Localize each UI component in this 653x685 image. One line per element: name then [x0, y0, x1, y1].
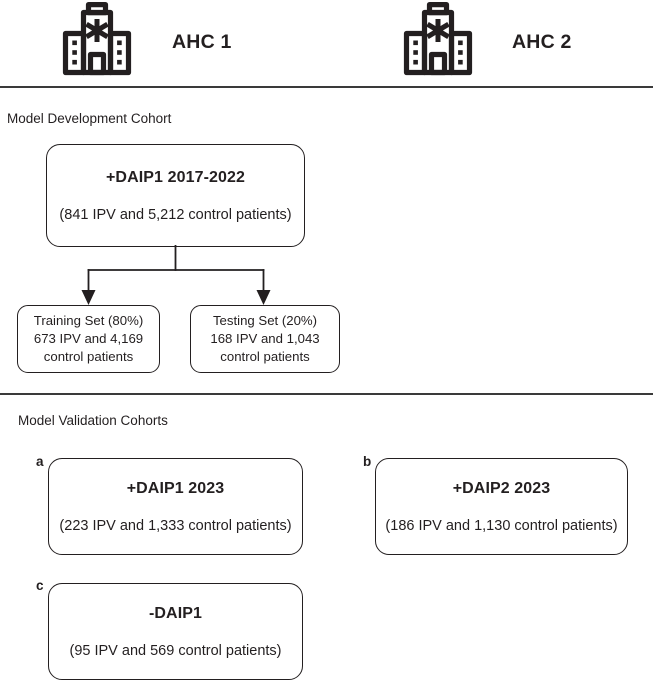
node-line-3: control patients: [220, 349, 310, 364]
panel-tag-c: c: [36, 578, 44, 593]
node-line-1: Testing Set (20%): [212, 313, 318, 328]
node-title: +DAIP2 2023: [452, 479, 551, 497]
node-subtitle: (95 IPV and 569 control patients): [69, 642, 282, 659]
hospital-icon: [57, 1, 137, 78]
section-label-model-validation-cohorts: Model Validation Cohorts: [18, 413, 168, 428]
site-label-ahc-1: AHC 1: [172, 31, 232, 53]
node-subtitle: (841 IPV and 5,212 control patients): [59, 206, 292, 223]
node-validation-cohort-a: +DAIP1 2023 (223 IPV and 1,333 control p…: [48, 458, 303, 555]
section-divider: [0, 86, 653, 88]
node-training-set: Training Set (80%) 673 IPV and 4,169 con…: [17, 305, 160, 373]
node-development-root: +DAIP1 2017-2022 (841 IPV and 5,212 cont…: [46, 144, 305, 247]
panel-tag-a: a: [36, 454, 44, 469]
node-title: -DAIP1: [148, 604, 203, 622]
panel-tag-b: b: [363, 454, 372, 469]
node-validation-cohort-b: +DAIP2 2023 (186 IPV and 1,130 control p…: [375, 458, 628, 555]
node-validation-cohort-c: -DAIP1 (95 IPV and 569 control patients): [48, 583, 303, 680]
split-connector: [0, 244, 360, 309]
node-subtitle: (186 IPV and 1,130 control patients): [385, 517, 618, 534]
node-title: +DAIP1 2023: [126, 479, 225, 497]
node-line-3: control patients: [43, 349, 134, 364]
hospital-icon: [398, 1, 478, 78]
node-testing-set: Testing Set (20%) 168 IPV and 1,043 cont…: [190, 305, 340, 373]
section-label-model-development-cohort: Model Development Cohort: [7, 111, 172, 126]
node-line-1: Training Set (80%): [33, 313, 144, 328]
node-subtitle: (223 IPV and 1,333 control patients): [59, 517, 292, 534]
node-line-2: 673 IPV and 4,169: [33, 331, 144, 346]
site-label-ahc-2: AHC 2: [512, 31, 572, 53]
node-title: +DAIP1 2017-2022: [105, 168, 246, 186]
section-divider: [0, 393, 653, 395]
node-line-2: 168 IPV and 1,043: [210, 331, 320, 346]
